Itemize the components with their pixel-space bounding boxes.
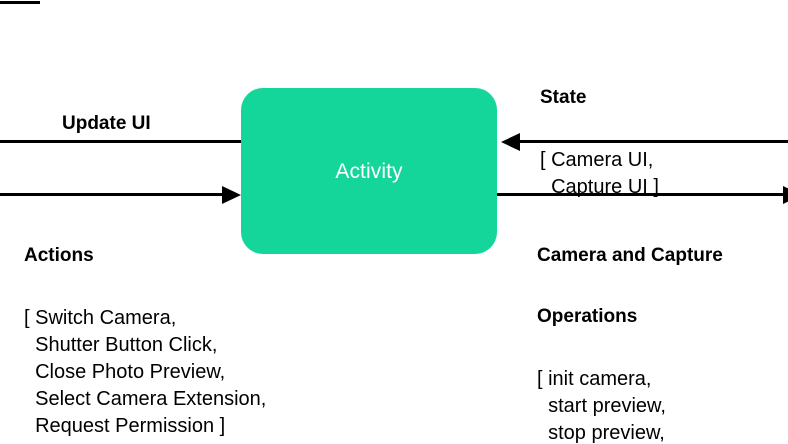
actions-block: Actions [ Switch Camera, Shutter Button … xyxy=(24,208,266,444)
arrowhead-state-icon xyxy=(501,133,520,151)
edge-label-state-block: State [ Camera UI, Capture UI ] xyxy=(540,50,659,237)
camera-capture-operations-title-line1: Camera and Capture xyxy=(537,245,723,266)
crop-marker-bar xyxy=(0,1,40,4)
camera-capture-operations-values-group1: [ init camera, start preview, stop previ… xyxy=(537,368,666,444)
edge-line-camera-capture-ops xyxy=(494,193,788,196)
edge-label-state-values: [ Camera UI, Capture UI ] xyxy=(540,149,659,198)
edge-label-update-ui: Update UI xyxy=(62,113,151,134)
arrowhead-actions-icon xyxy=(222,186,241,204)
camera-capture-operations-title-line2: Operations xyxy=(537,306,638,327)
actions-block-title: Actions xyxy=(24,245,94,266)
edge-label-state-title: State xyxy=(540,87,587,108)
edge-line-state xyxy=(520,140,788,143)
camera-capture-operations-block: Camera and Capture Operations [ init cam… xyxy=(537,208,723,444)
edge-line-update-ui xyxy=(0,140,245,143)
activity-node[interactable]: Activity xyxy=(241,88,497,254)
arrowhead-camera-capture-ops-icon xyxy=(783,186,788,204)
edge-line-actions xyxy=(0,193,228,196)
activity-node-label: Activity xyxy=(335,159,403,183)
actions-block-values: [ Switch Camera, Shutter Button Click, C… xyxy=(24,307,267,437)
